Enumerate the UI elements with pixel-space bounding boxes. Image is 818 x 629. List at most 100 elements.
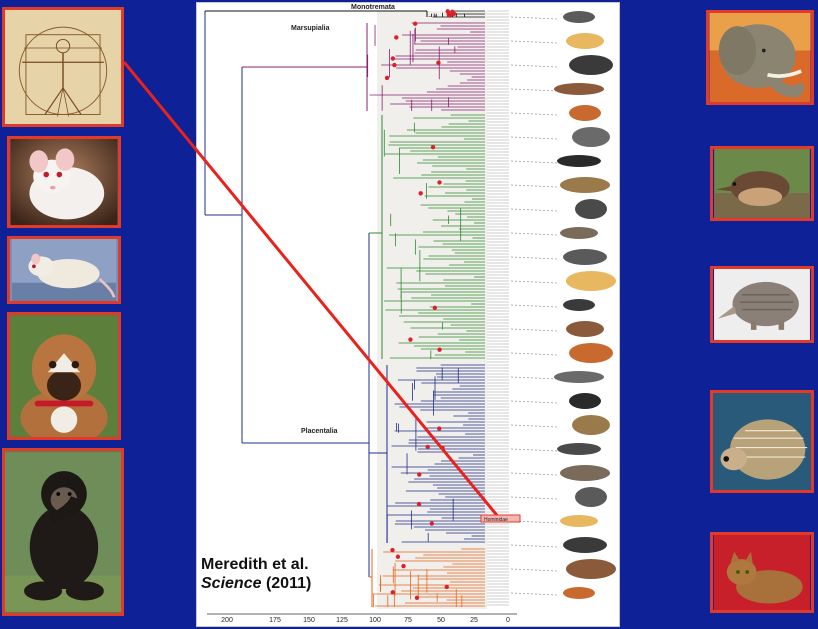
animal-silhouette: [566, 33, 604, 49]
silhouette-leader: [511, 329, 557, 331]
node-marker: [437, 347, 441, 351]
shrew-image: [713, 149, 811, 218]
silhouette-leader: [511, 497, 557, 499]
node-marker: [417, 502, 421, 506]
axis-tick-175: 175: [269, 617, 281, 624]
hedgehog-photo: [710, 390, 814, 493]
animal-silhouette: [557, 443, 601, 455]
axis-tick-25: 25: [470, 617, 478, 624]
node-marker: [437, 426, 441, 430]
silhouette-leader: [511, 113, 557, 115]
silhouette-leader: [511, 17, 557, 19]
phylogeny-panel: Monotremata Marsupialia Placentalia Mere…: [196, 2, 620, 627]
citation: Meredith et al. Science (2011): [201, 555, 311, 593]
boxer-dog-photo: [7, 312, 121, 440]
silhouette-leader: [511, 41, 557, 43]
phylogenetic-tree: [197, 3, 621, 628]
node-marker: [415, 596, 419, 600]
animal-silhouette: [560, 465, 610, 481]
elephant-image: [709, 13, 811, 102]
silhouette-leader: [511, 545, 557, 547]
animal-silhouette: [566, 271, 616, 291]
node-marker: [390, 548, 394, 552]
vitruvian-man-drawing: [5, 10, 121, 124]
silhouette-leader: [511, 401, 557, 403]
node-marker: [385, 76, 389, 80]
animal-silhouette: [560, 227, 598, 239]
node-marker: [417, 472, 421, 476]
silhouette-leader: [511, 521, 557, 523]
chimpanzee-photo: [2, 448, 124, 616]
citation-journal: Science: [201, 575, 261, 592]
silhouette-leader: [511, 377, 557, 379]
animal-silhouette: [563, 299, 595, 311]
node-marker: [391, 590, 395, 594]
silhouette-leader: [511, 425, 557, 427]
elephant-photo: [706, 10, 814, 105]
silhouette-leader: [511, 281, 557, 283]
animal-silhouette: [575, 487, 607, 507]
node-marker: [392, 63, 396, 67]
animal-silhouette: [566, 321, 604, 337]
white-rat-photo: [7, 236, 121, 304]
axis-tick-150: 150: [303, 617, 315, 624]
animal-silhouette: [563, 587, 595, 599]
animal-silhouette: [560, 177, 610, 193]
axis-tick-100: 100: [369, 617, 381, 624]
silhouette-leader: [511, 569, 557, 571]
animal-silhouette: [569, 343, 613, 363]
animal-silhouette: [566, 559, 616, 579]
animal-silhouette: [572, 127, 610, 147]
axis-tick-0: 0: [506, 617, 510, 624]
citation-year: (2011): [266, 575, 311, 592]
animal-silhouette: [557, 155, 601, 167]
axis-tick-50: 50: [437, 617, 445, 624]
animal-silhouette: [554, 371, 604, 383]
axis-tick-125: 125: [336, 617, 348, 624]
cat-image: [713, 535, 811, 610]
vitruvian-man-photo: [2, 7, 124, 127]
animal-silhouette: [569, 105, 601, 121]
animal-silhouette: [563, 537, 607, 553]
node-marker: [430, 521, 434, 525]
silhouette-leader: [511, 209, 557, 211]
shrew-photo: [710, 146, 814, 221]
node-marker: [440, 446, 444, 450]
silhouette-leader: [511, 233, 557, 235]
animal-silhouette: [560, 515, 598, 527]
animal-silhouette: [563, 11, 595, 23]
axis-tick-75: 75: [404, 617, 412, 624]
node-marker: [418, 191, 422, 195]
silhouette-leader: [511, 449, 557, 451]
node-marker: [426, 445, 430, 449]
animal-silhouette: [569, 55, 613, 75]
chimpanzee-image: [5, 451, 121, 613]
node-marker: [391, 56, 395, 60]
node-marker: [396, 555, 400, 559]
armadillo-photo: [710, 266, 814, 343]
silhouette-leader: [511, 353, 557, 355]
node-marker: [445, 585, 449, 589]
white-mouse-photo: [7, 136, 121, 228]
clade-label-monotremata: Monotremata: [351, 4, 395, 11]
animal-silhouette: [572, 415, 610, 435]
silhouette-leader: [511, 257, 557, 259]
node-marker: [437, 180, 441, 184]
silhouette-leader: [511, 65, 557, 67]
white-mouse-image: [10, 139, 118, 225]
silhouette-leader: [511, 185, 557, 187]
silhouette-leader: [511, 473, 557, 475]
cat-photo: [710, 532, 814, 613]
hedgehog-image: [713, 393, 811, 490]
animal-silhouette: [575, 199, 607, 219]
silhouette-leader: [511, 161, 557, 163]
silhouette-leader: [511, 89, 557, 91]
node-marker: [436, 61, 440, 65]
animal-silhouette: [563, 249, 607, 265]
node-marker: [401, 564, 405, 568]
animal-silhouette: [554, 83, 604, 95]
citation-authors: Meredith et al.: [201, 555, 311, 574]
node-marker: [394, 35, 398, 39]
clade-label-placentalia: Placentalia: [301, 428, 338, 435]
node-marker: [431, 145, 435, 149]
